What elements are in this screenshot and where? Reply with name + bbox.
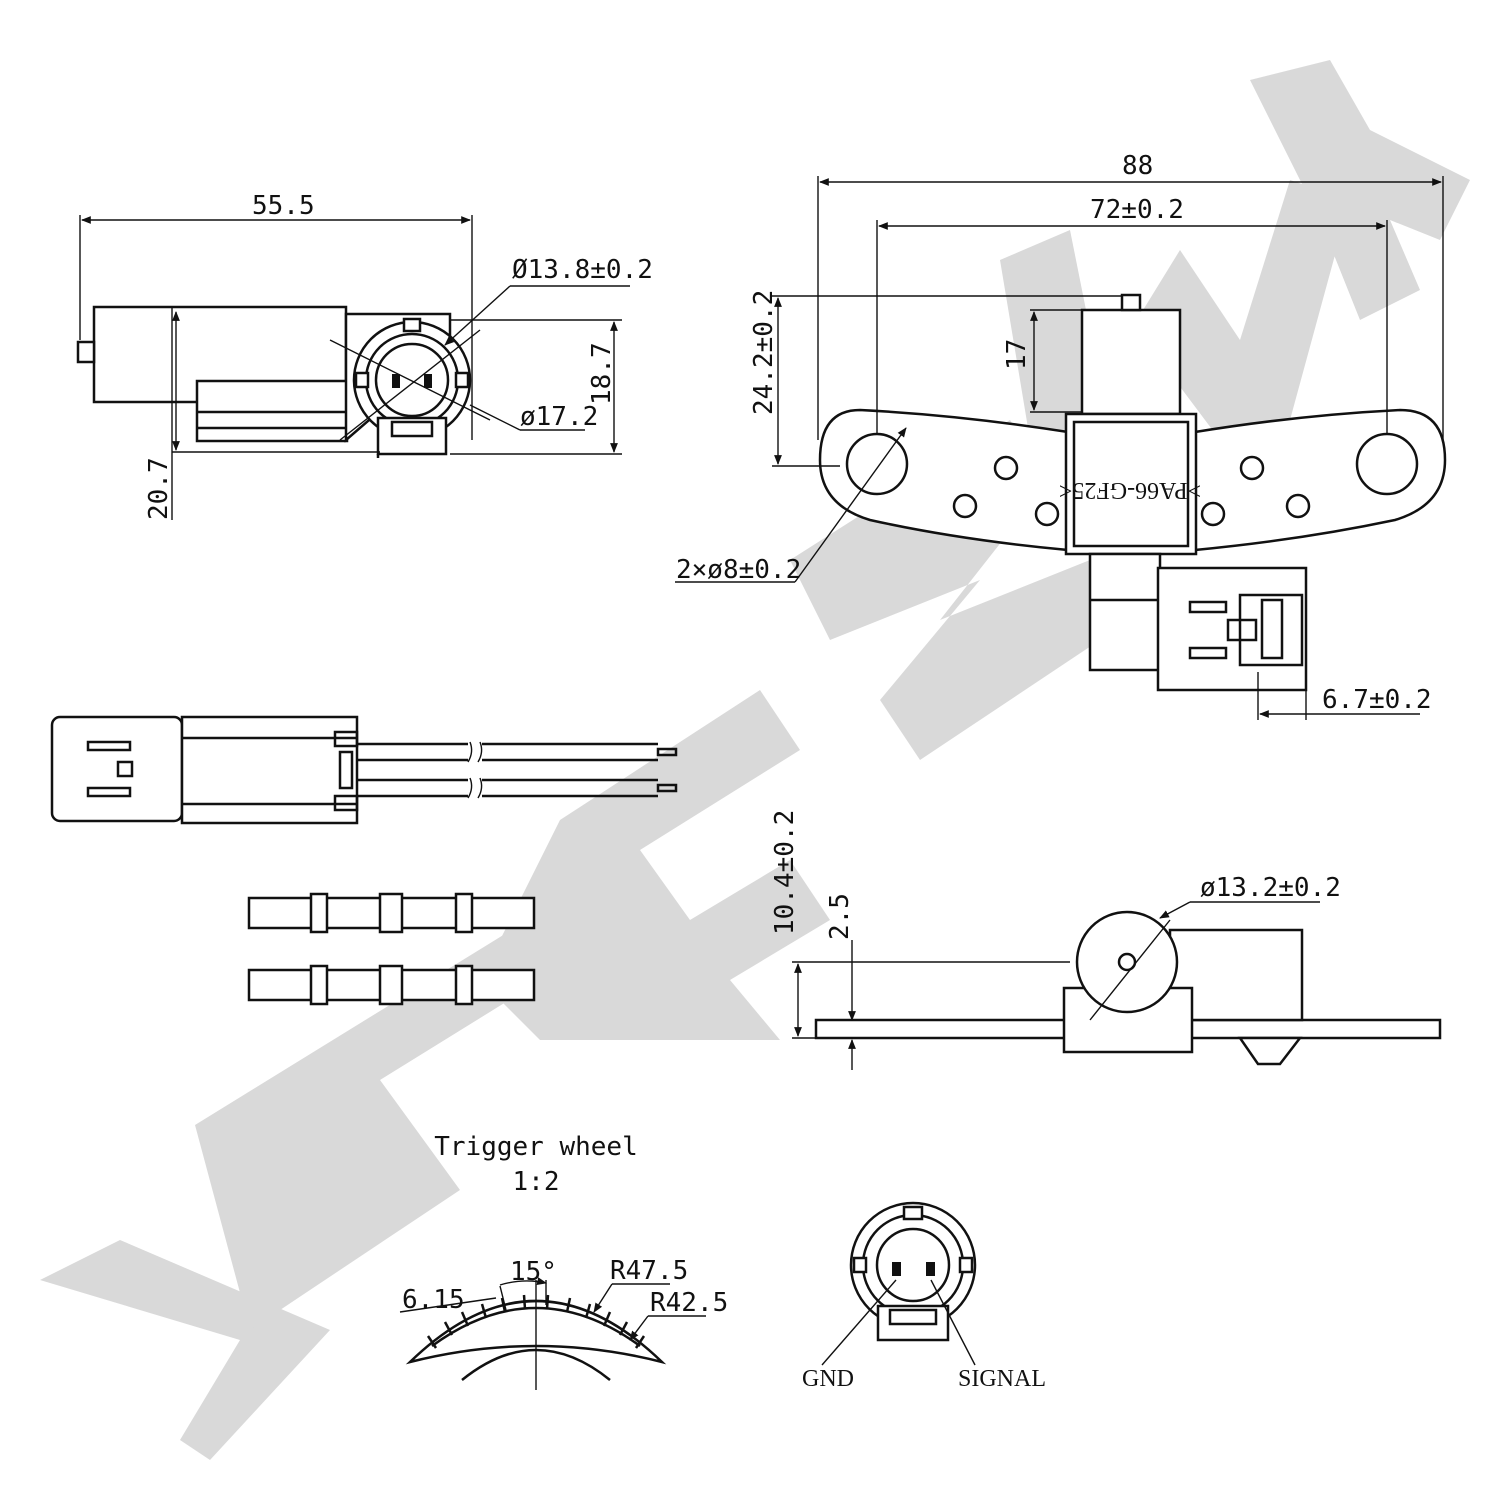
trigger-wheel-scale: 1:2 (513, 1167, 560, 1197)
connector-view (50, 715, 678, 825)
material-mark: >PA66-GF25< (1059, 477, 1201, 503)
dim-angle: 15° (510, 1257, 557, 1287)
dim-r-outer: R47.5 (610, 1256, 688, 1286)
pinout-view: GND SIGNAL (802, 1201, 1046, 1392)
dim-plate: 2.5 (825, 893, 855, 940)
side-view: 10.4±0.2 2.5 ø13.2±0.2 (770, 810, 1442, 1070)
dim-overall: 10.4±0.2 (770, 810, 800, 935)
dim-hole-spacing: 72±0.2 (1090, 195, 1184, 225)
dim-outer: ø17.2 (520, 402, 598, 432)
dim-height: 24.2±0.2 (749, 290, 779, 415)
dim-length: 55.5 (252, 191, 315, 221)
trigger-wheel-title: Trigger wheel (434, 1132, 638, 1162)
pin-gnd-label: GND (802, 1366, 854, 1392)
pin-signal-label: SIGNAL (958, 1366, 1046, 1392)
dim-offset: 20.7 (144, 457, 174, 520)
dim-body: 17 (1002, 339, 1032, 370)
dim-bore: Ø13.8±0.2 (512, 255, 653, 285)
trigger-wheel: Trigger wheel 1:2 15° 6.15 R47.5 (399, 1132, 728, 1390)
dim-tooth: 6.15 (402, 1285, 465, 1315)
front-view: >PA66-GF25< 88 72±0.2 24.2±0.2 17 2×ø8±0… (675, 151, 1447, 720)
dim-r-inner: R42.5 (650, 1288, 728, 1318)
terminal-pins (247, 892, 536, 1006)
dim-holes: 2×ø8±0.2 (676, 555, 801, 585)
top-view: 55.5 Ø13.8±0.2 ø17.2 18.7 20.7 (76, 191, 653, 520)
dim-overall: 88 (1122, 151, 1153, 181)
dim-sensor-dia: ø13.2±0.2 (1200, 873, 1341, 903)
dim-height: 18.7 (587, 342, 617, 405)
dim-connector: 6.7±0.2 (1322, 685, 1432, 715)
